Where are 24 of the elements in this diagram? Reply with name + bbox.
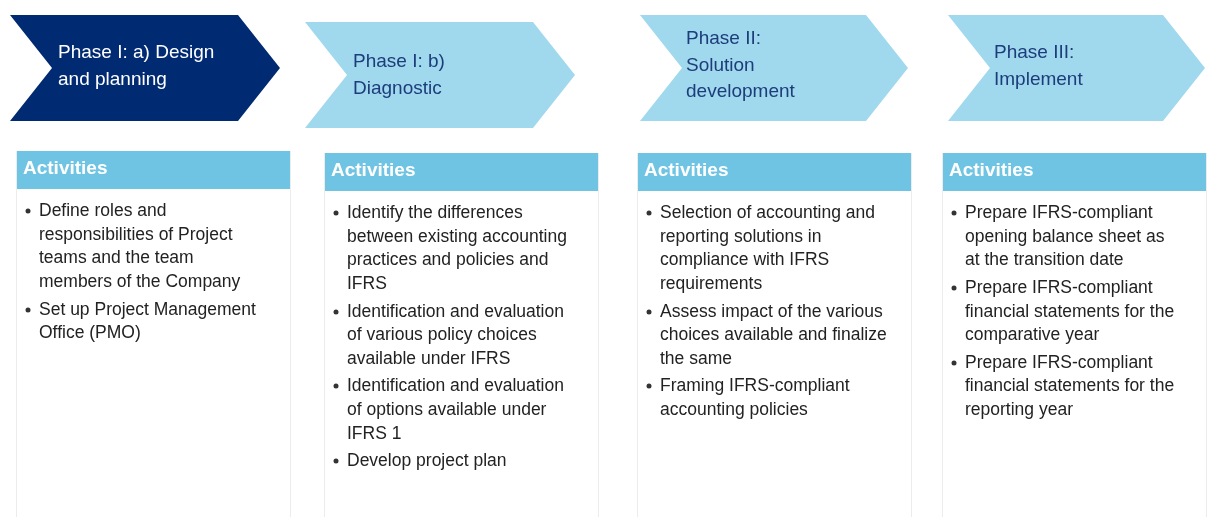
- activity-text: Identify the differences between existing accounting practices and policies and IFRS: [347, 202, 567, 293]
- activities-panel: [16, 151, 291, 517]
- activities-header: Activities: [325, 153, 598, 191]
- activity-text: Selection of accounting and reporting solutions in compliance with IFRS requirements: [660, 202, 876, 293]
- activities-header: Activities: [943, 153, 1206, 191]
- activities-panel: [637, 153, 912, 517]
- activities-panel: [324, 153, 599, 517]
- activity-text: Prepare IFRS-compliant financial statements for the comparative year: [965, 276, 1175, 345]
- phase-title: Phase I: b) Diagnostic: [353, 49, 446, 100]
- phase-title: Phase I: a) Design and planning: [58, 40, 216, 91]
- activity-text: Assess impact of the various choices available and finalize the same: [660, 300, 887, 368]
- phase-title: Phase III: Implement: [994, 40, 1084, 91]
- activity-text: Define roles and responsibilities of Project teams and the team members of the Company: [39, 200, 241, 291]
- activity-text: Prepare IFRS-compliant opening balance sheet as at the transition date: [965, 202, 1165, 270]
- activity-text: Develop project plan: [347, 450, 507, 471]
- activity-text: Prepare IFRS-compliant financial statements for the reporting year: [965, 351, 1175, 419]
- activity-text: Set up Project Management Office (PMO): [39, 298, 256, 343]
- activity-text: Identification and evaluation of options available under IFRS 1: [347, 375, 564, 443]
- activity-text: Identification and evaluation of various policy choices available under IFRS: [347, 300, 564, 368]
- activity-text: Framing IFRS-compliant accounting policies: [660, 375, 850, 419]
- activities-panel: [942, 153, 1207, 517]
- phase-title: Phase II: Solution development: [686, 26, 796, 104]
- activities-header: Activities: [17, 151, 290, 189]
- activities-header: Activities: [638, 153, 911, 191]
